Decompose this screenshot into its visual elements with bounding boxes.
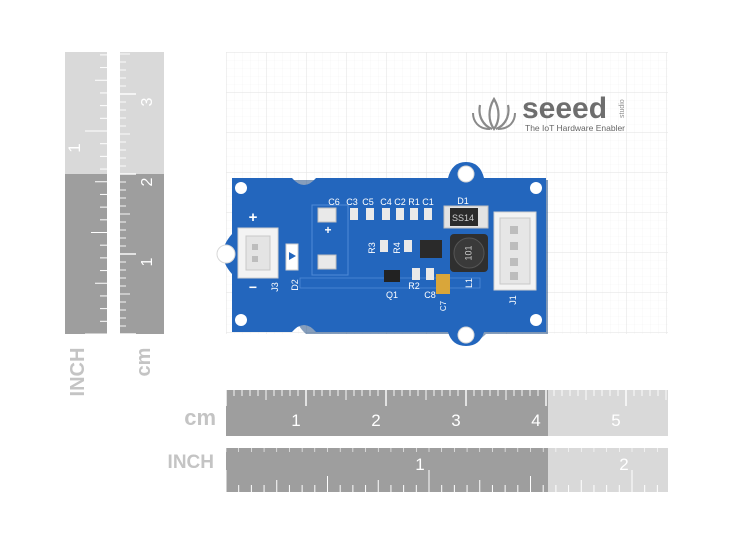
silk-c5: C5 xyxy=(362,197,374,207)
inductor-marking: 101 xyxy=(463,245,473,260)
left-cm-number-1: 1 xyxy=(139,257,156,266)
ic-chip xyxy=(420,240,442,258)
silk-minus-left: − xyxy=(249,279,257,295)
left-cm-label: cm xyxy=(133,348,155,377)
silk-l1: L1 xyxy=(464,278,474,288)
left-cm-number-3: 3 xyxy=(139,97,156,106)
bottom-inch-ruler: 1 2 xyxy=(225,448,668,492)
silk-c6: C6 xyxy=(328,197,340,207)
bottom-cm-label: cm xyxy=(184,405,216,430)
silk-d1: D1 xyxy=(457,196,469,206)
mount-hole xyxy=(216,244,236,264)
capacitor-c6 xyxy=(317,207,337,223)
brand-name: seeed xyxy=(522,92,607,125)
capacitor-c6-pad xyxy=(317,254,337,270)
connector-j1 xyxy=(493,211,537,291)
silk-plus-left: + xyxy=(249,209,258,226)
diode-d1: SS14 xyxy=(443,205,489,229)
bottom-inch-number-2: 2 xyxy=(619,455,628,474)
bottom-inch-number-1: 1 xyxy=(415,455,424,474)
transistor-q1 xyxy=(384,270,400,282)
silk-r3: R3 xyxy=(367,242,377,254)
silk-c2: C2 xyxy=(394,197,406,207)
silk-q1: Q1 xyxy=(386,290,398,300)
bottom-cm-number-1: 1 xyxy=(291,411,300,430)
resistor-r4 xyxy=(404,240,412,252)
silk-c4: C4 xyxy=(380,197,392,207)
seeed-logo-icon xyxy=(472,96,516,131)
pcb-board: SS14 101 + − + J3 D2 J1 C6 C3 C xyxy=(216,162,548,346)
bottom-cm-number-2: 2 xyxy=(371,411,380,430)
left-inch-ruler: 1 xyxy=(65,52,107,335)
diode-d2 xyxy=(285,243,299,271)
silk-d2: D2 xyxy=(290,279,300,291)
bottom-cm-number-5: 5 xyxy=(611,411,620,430)
left-inch-number: 1 xyxy=(65,143,84,152)
silk-plus-cap: + xyxy=(324,223,331,237)
silk-j3: J3 xyxy=(270,282,280,292)
mount-hole xyxy=(235,314,247,326)
mount-hole xyxy=(457,165,475,183)
silk-j1: J1 xyxy=(508,295,518,305)
resistor-r3 xyxy=(380,240,388,252)
capacitor-c5 xyxy=(366,208,374,220)
mount-hole xyxy=(530,314,542,326)
mount-hole xyxy=(235,182,247,194)
connector-j3 xyxy=(237,227,279,279)
silk-c7: C7 xyxy=(439,300,448,311)
silk-c1: C1 xyxy=(422,197,434,207)
silk-r2: R2 xyxy=(408,281,420,291)
left-inch-label: INCH xyxy=(67,348,89,397)
bottom-inch-label: INCH xyxy=(168,452,214,473)
resistor-r2 xyxy=(412,268,420,280)
inductor-l1: 101 xyxy=(450,234,488,272)
capacitor-c8 xyxy=(426,268,434,280)
brand-tagline: The IoT Hardware Enabler xyxy=(525,123,625,133)
bottom-cm-number-3: 3 xyxy=(451,411,460,430)
capacitor-c7 xyxy=(436,274,450,294)
brand-superscript: studio xyxy=(619,99,626,118)
bottom-cm-number-4: 4 xyxy=(531,411,540,430)
diode-marking: SS14 xyxy=(452,213,474,223)
resistor-r1 xyxy=(410,208,418,220)
capacitor-c1 xyxy=(424,208,432,220)
left-cm-ruler: 3 2 1 xyxy=(120,52,164,335)
capacitor-c2 xyxy=(396,208,404,220)
silk-c3: C3 xyxy=(346,197,358,207)
silk-r4: R4 xyxy=(392,242,402,254)
mount-hole xyxy=(530,182,542,194)
left-cm-number-2: 2 xyxy=(139,177,156,186)
capacitor-c4 xyxy=(382,208,390,220)
mount-hole xyxy=(457,326,475,344)
capacitor-c3 xyxy=(350,208,358,220)
silk-c8: C8 xyxy=(424,290,436,300)
bottom-cm-ruler: 1 2 3 4 5 xyxy=(225,390,668,436)
seeed-logo: seeed studio The IoT Hardware Enabler xyxy=(472,92,626,133)
silk-r1: R1 xyxy=(408,197,420,207)
